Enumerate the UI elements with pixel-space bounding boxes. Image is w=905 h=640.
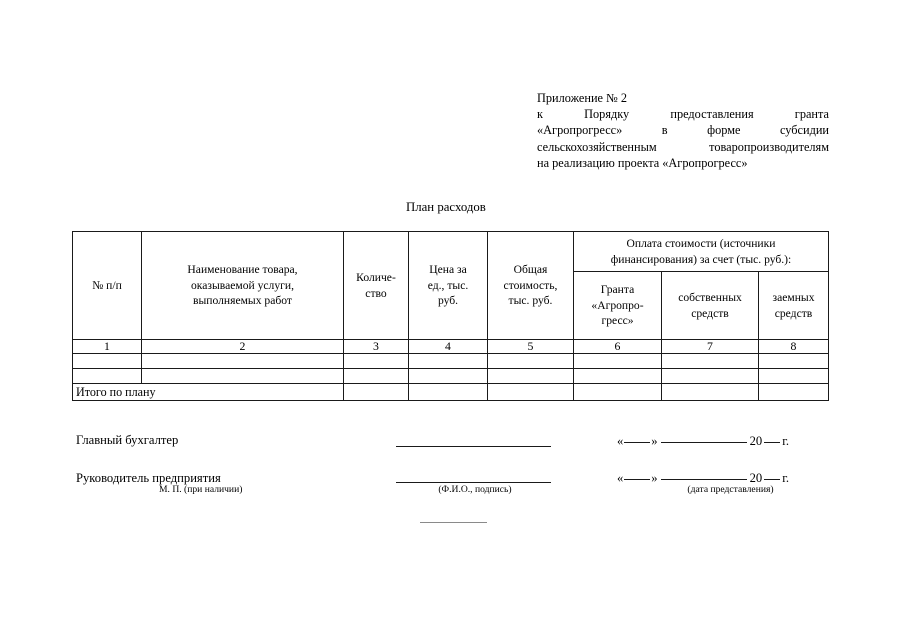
column-number-5: 5 <box>487 339 574 354</box>
header-cell-total-cost-line1: Общая <box>513 263 548 277</box>
header-cell-funding-sources-line1: Оплата стоимости (источники <box>626 237 776 251</box>
header-cell-borrowed-funds: заемных средств <box>757 271 830 340</box>
header-cell-total-cost-line2: стоимость, <box>503 278 558 292</box>
date-quote-close: » <box>651 471 658 485</box>
fio-signature-note: (Ф.И.О., подпись) <box>438 484 512 495</box>
table-cell[interactable] <box>573 368 662 384</box>
director-signature-line[interactable] <box>396 482 551 483</box>
header-cell-funding-sources-group: Оплата стоимости (источники финансирован… <box>572 231 830 272</box>
table-cell[interactable] <box>72 353 142 369</box>
column-number-6: 6 <box>573 339 662 354</box>
header-cell-funding-sources-line2: финансирования) за счет (тыс. руб.): <box>610 252 792 266</box>
director-label: Руководитель предприятия <box>76 471 221 485</box>
header-cell-total-cost-line3: тыс. руб. <box>508 294 553 308</box>
header-cell-grant-line1: Гранта <box>600 283 635 297</box>
date-year-prefix: 20 <box>749 434 763 448</box>
header-cell-unit-price: Цена за ед., тыс. руб. <box>408 231 488 340</box>
header-cell-unit-price-line1: Цена за <box>429 263 467 277</box>
table-cell[interactable] <box>573 353 662 369</box>
table-row[interactable] <box>72 353 830 369</box>
table-cell[interactable] <box>141 353 344 369</box>
total-row-label: Итого по плану <box>72 383 344 401</box>
plan-of-expenses-table: № п/п Наименование товара, оказываемой у… <box>72 231 830 401</box>
header-line-3: «Агропрогресс» в форме субсидии <box>537 123 829 138</box>
table-column-numbers-row: 1 2 3 4 5 6 7 8 <box>72 339 830 354</box>
chief-accountant-label: Главный бухгалтер <box>76 433 179 447</box>
header-line-5: на реализацию проекта «Агропрогресс» <box>537 155 748 170</box>
table-cell[interactable] <box>757 368 830 384</box>
header-cell-borrowed-funds-line1: заемных <box>772 291 815 305</box>
table-cell[interactable] <box>408 353 488 369</box>
total-cell-total-cost[interactable] <box>487 383 574 401</box>
column-number-4: 4 <box>408 339 488 354</box>
column-number-3: 3 <box>343 339 409 354</box>
column-number-7: 7 <box>661 339 759 354</box>
date-year-suffix: г. <box>782 471 790 485</box>
header-cell-item-name-line1: Наименование товара, <box>187 263 298 277</box>
total-cell-unit-price[interactable] <box>408 383 488 401</box>
header-cell-quantity-line2: ство <box>365 286 387 300</box>
bottom-divider <box>420 522 487 523</box>
table-row[interactable] <box>72 368 830 384</box>
chief-accountant-date-line[interactable]: « » 20 г. <box>617 433 789 449</box>
header-cell-quantity-line1: Количе- <box>356 271 396 285</box>
stamp-note: М. П. (при наличии) <box>159 484 243 495</box>
table-cell[interactable] <box>343 368 409 384</box>
header-cell-grant-line2: «Агропро- <box>591 298 644 312</box>
column-number-2: 2 <box>141 339 344 354</box>
date-year-blank[interactable] <box>764 479 781 480</box>
header-cell-number: № п/п <box>72 231 142 340</box>
total-cell-quantity[interactable] <box>343 383 409 401</box>
table-cell[interactable] <box>487 353 574 369</box>
header-line-4: сельскохозяйственным товаропроизводителя… <box>537 139 829 154</box>
table-subheader-row: Гранта «Агропро- гресс» собственных сред… <box>73 271 830 340</box>
table-cell[interactable] <box>408 368 488 384</box>
date-quote-open: « <box>617 471 624 485</box>
date-submission-note: (дата представления) <box>687 484 774 495</box>
header-cell-unit-price-line2: ед., тыс. <box>427 278 469 292</box>
date-year-suffix: г. <box>782 434 790 448</box>
director-date-line[interactable]: « » 20 г. <box>617 470 789 486</box>
date-year-prefix: 20 <box>749 471 763 485</box>
header-cell-borrowed-funds-line2: средств <box>774 306 813 320</box>
header-cell-grant-line3: гресс» <box>601 314 634 328</box>
column-number-1: 1 <box>72 339 142 354</box>
table-cell[interactable] <box>757 353 830 369</box>
header-line-1: Приложение № 2 <box>537 91 628 105</box>
table-cell[interactable] <box>661 353 759 369</box>
header-cell-own-funds: собственных средств <box>661 271 759 340</box>
date-day-blank[interactable] <box>624 442 651 443</box>
header-line-2: к Порядку предоставления гранта <box>537 107 829 122</box>
page-title: План расходов <box>406 200 486 214</box>
table-header-row: № п/п Наименование товара, оказываемой у… <box>72 231 830 340</box>
header-cell-own-funds-line2: средств <box>691 306 729 320</box>
header-cell-item-name-line2: оказываемой услуги, <box>190 278 294 292</box>
header-cell-total-cost: Общая стоимость, тыс. руб. <box>487 231 574 340</box>
table-cell[interactable] <box>661 368 759 384</box>
header-cell-quantity: Количе- ство <box>343 231 409 340</box>
date-year-blank[interactable] <box>764 442 781 443</box>
date-quote-open: « <box>617 434 624 448</box>
header-cell-own-funds-line1: собственных <box>678 291 742 305</box>
table-cell[interactable] <box>72 368 142 384</box>
total-cell-own-funds[interactable] <box>661 383 759 401</box>
column-number-8: 8 <box>757 339 830 354</box>
header-cell-unit-price-line3: руб. <box>437 294 459 308</box>
appendix-header-block: Приложение № 2 к Порядку предоставления … <box>537 90 829 171</box>
total-cell-borrowed-funds[interactable] <box>757 383 830 401</box>
table-cell[interactable] <box>141 368 344 384</box>
table-cell[interactable] <box>487 368 574 384</box>
date-quote-close: » <box>651 434 658 448</box>
header-cell-grant: Гранта «Агропро- гресс» <box>573 271 662 340</box>
table-cell[interactable] <box>343 353 409 369</box>
date-month-blank[interactable] <box>660 442 747 443</box>
date-month-blank[interactable] <box>660 479 747 480</box>
header-cell-item-name: Наименование товара, оказываемой услуги,… <box>141 231 344 340</box>
table-total-row: Итого по плану <box>72 383 830 401</box>
date-day-blank[interactable] <box>624 479 651 480</box>
chief-accountant-signature-line[interactable] <box>396 446 551 447</box>
header-cell-item-name-line3: выполняемых работ <box>193 294 292 308</box>
total-cell-grant[interactable] <box>573 383 662 401</box>
